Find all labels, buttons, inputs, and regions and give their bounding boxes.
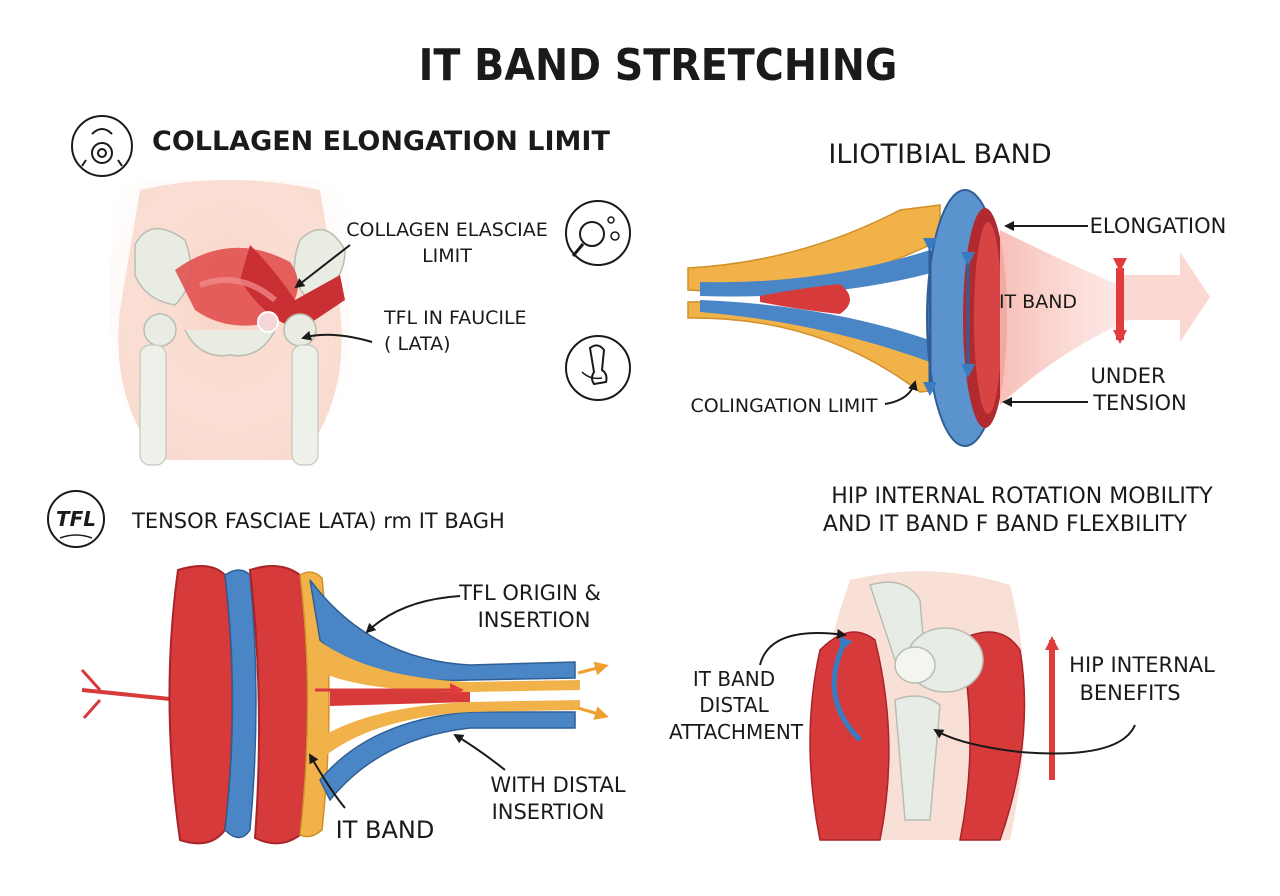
label-collagen-elasciae: COLLAGEN ELASCIAE [346,219,547,241]
page-title: IT BAND STRETCHING [419,40,898,91]
label-it-band-bottom: IT BAND [336,816,435,844]
label-colingation-limit: COLINGATION LIMIT [690,395,877,417]
label-it-band-distal-1: IT BAND [693,667,775,691]
label-elongation: ELONGATION [1090,214,1227,238]
label-benefits: BENEFITS [1079,681,1180,705]
knee-illustration [809,571,1026,841]
hip-heading-line1: HIP INTERNAL ROTATION MOBILITY [831,484,1213,509]
leader-tfl-faucile [301,330,373,343]
leader-collagen-elasciae [294,244,351,289]
label-insertion-lower: INSERTION [492,800,605,824]
panel-collagen-elongation: COLLAGEN ELONGATION LIMIT COLLAGEN ELASC… [71,115,610,470]
label-insertion-upper: INSERTION [478,608,591,632]
collagen-heading: COLLAGEN ELONGATION LIMIT [152,126,610,157]
pelvis-illustration [110,180,350,470]
label-it-band-distal-3: ATTACHMENT [669,720,804,744]
tensor-heading: TENSOR FASCIAE LATA) rm IT BAGH [131,509,505,533]
label-under: UNDER [1090,364,1165,388]
label-it-band-top: IT BAND [999,291,1077,313]
panel-iliotibial-band: ILIOTIBIAL BAND ELONGATION IT BAND UNDER… [687,139,1227,447]
label-limit: LIMIT [422,245,472,267]
tfl-badge-text: TFL [56,507,96,531]
panel-tensor-fasciae: TFL TENSOR FASCIAE LATA) rm IT BAGH TFL … [47,490,626,845]
label-tfl-origin: TFL ORIGIN & [458,581,601,605]
hip-heading-line2: AND IT BAND F BAND FLEXBILITY [823,512,1188,537]
pelvis-gear-icon [71,115,133,177]
label-with-distal: WITH DISTAL [490,773,626,797]
label-it-band-distal-2: DISTAL [699,693,769,717]
label-lata: ( LATA) [384,333,451,355]
magnifier-collagen-icon [565,200,631,266]
tfl-badge-icon: TFL [47,490,105,548]
label-hip-internal: HIP INTERNAL [1069,653,1215,677]
iliotibial-heading: ILIOTIBIAL BAND [828,139,1051,170]
femur-bone-icon [565,335,631,401]
label-tension: TENSION [1092,391,1187,415]
panel-hip-rotation: HIP INTERNAL ROTATION MOBILITY AND IT BA… [669,484,1215,841]
label-tfl-faucile: TFL IN FAUCILE [383,307,527,329]
